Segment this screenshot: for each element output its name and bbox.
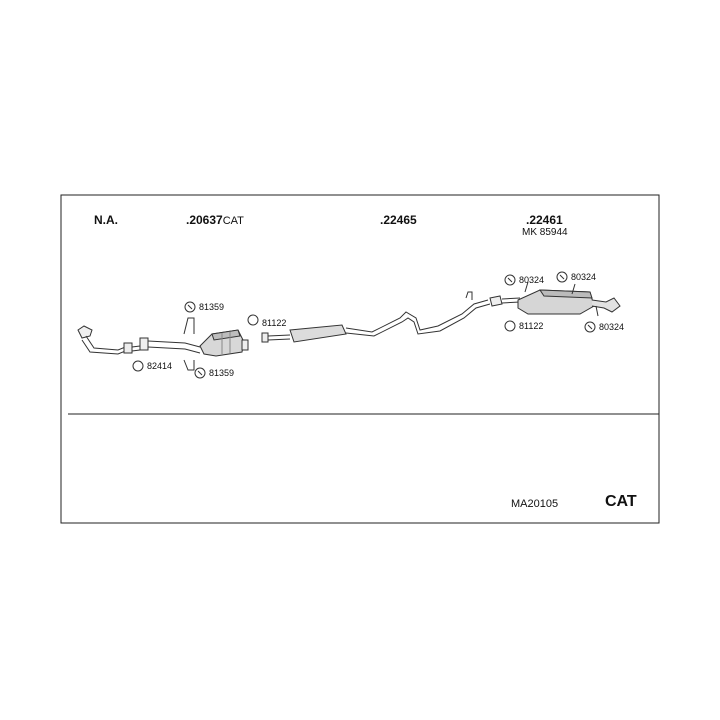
part-number-catalyst: .20637CAT xyxy=(186,213,244,227)
part-number-middle: .22465 xyxy=(380,213,417,227)
part-label-80324-b: 80324 xyxy=(571,272,597,282)
part-label-80324-c: 80324 xyxy=(599,322,625,332)
part-number-catalyst-main: .20637 xyxy=(186,213,223,227)
part-label-81359-bottom: 81359 xyxy=(209,368,235,378)
flex-pipe xyxy=(139,317,201,371)
catalytic-converter xyxy=(199,329,249,357)
rear-pipe-bracket xyxy=(465,291,473,300)
part-number-catalyst-suffix: CAT xyxy=(222,215,244,227)
na-label: N.A. xyxy=(94,213,118,227)
hanger-inner-marks xyxy=(187,274,593,376)
part-label-81359-top: 81359 xyxy=(199,302,225,312)
gasket-icon-82414 xyxy=(132,360,144,372)
middle-pipe xyxy=(261,299,491,343)
gasket-icon-81122-right xyxy=(504,320,516,332)
part-label-81122-right: 81122 xyxy=(519,321,544,331)
part-label-82414: 82414 xyxy=(147,361,173,371)
part-label-80324-a: 80324 xyxy=(519,275,545,285)
set-code: MA20105 xyxy=(511,498,559,510)
rear-silencer xyxy=(489,281,621,317)
part-label-81122-left: 81122 xyxy=(262,318,287,328)
diagram-frame xyxy=(60,194,660,524)
front-downpipe xyxy=(77,325,141,355)
part-number-rear-mk: MK 85944 xyxy=(522,227,568,238)
gasket-icon-81122-left xyxy=(247,314,259,326)
type-label: CAT xyxy=(605,493,637,510)
part-number-rear: .22461 xyxy=(526,213,563,227)
